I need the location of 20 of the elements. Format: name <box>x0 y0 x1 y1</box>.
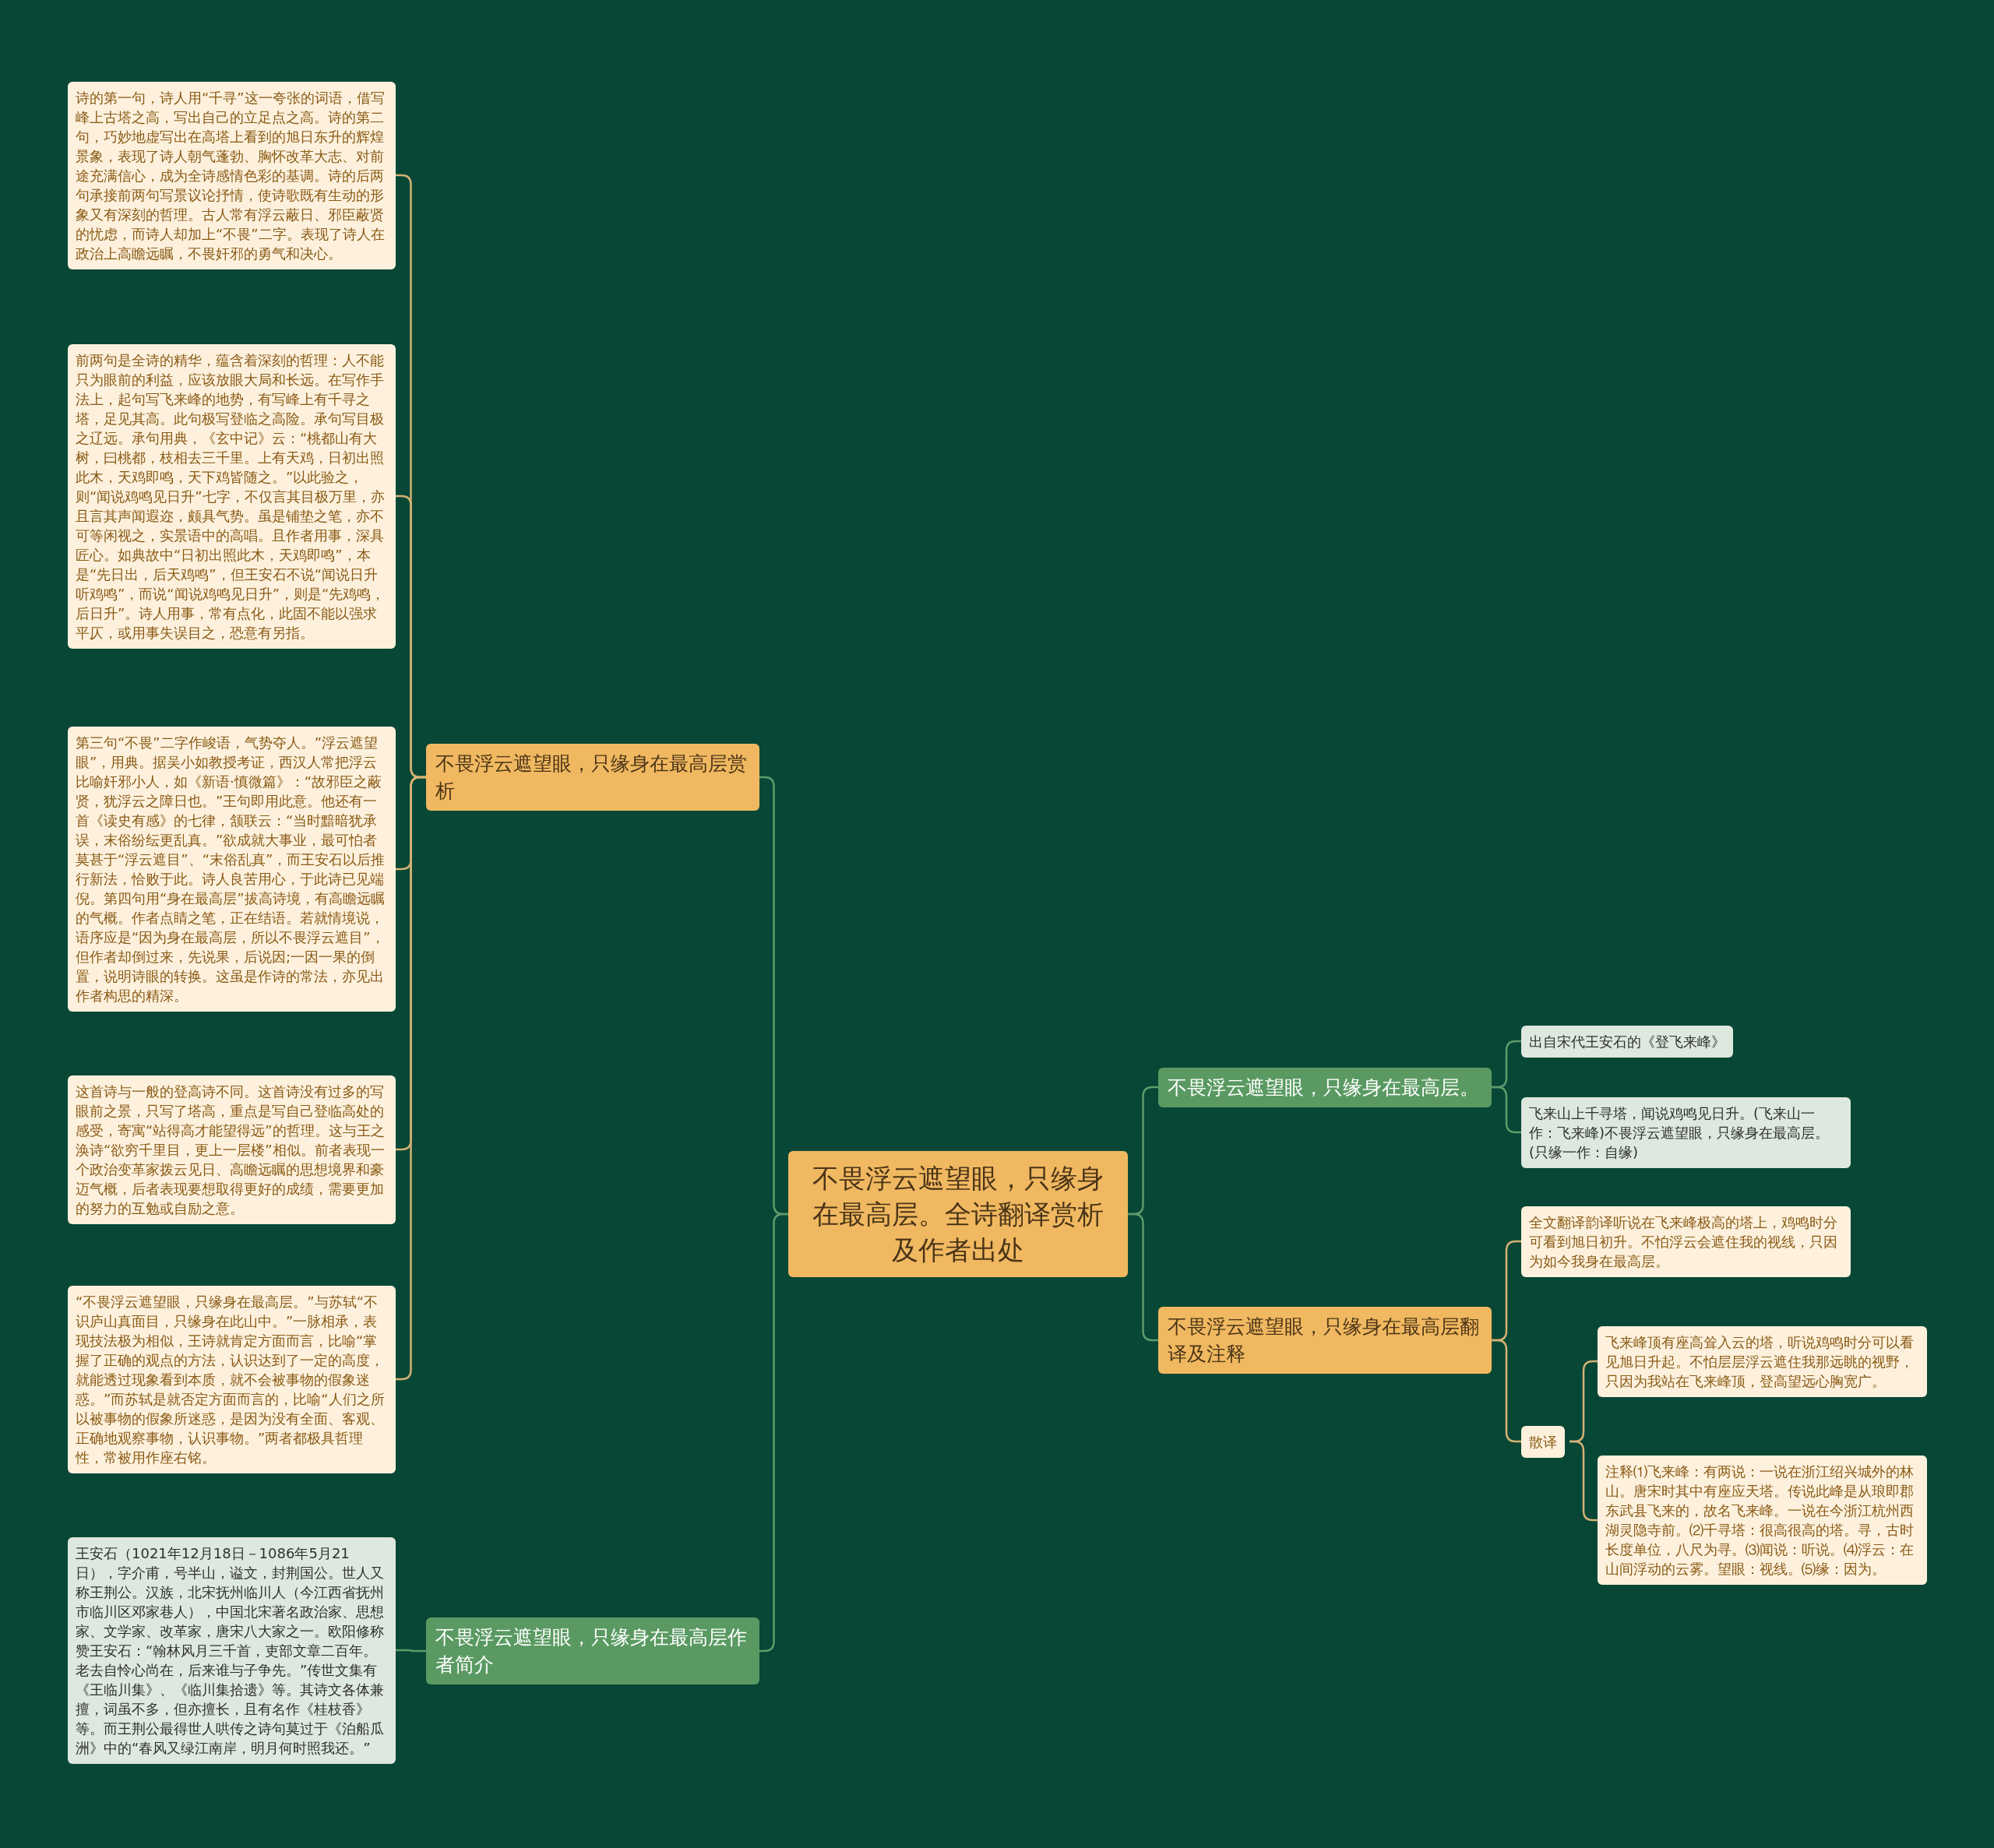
text-card: 飞来峰顶有座高耸入云的塔，听说鸡鸣时分可以看见旭日升起。不怕层层浮云遮住我那远眺的视野，只因为我站在飞来峰顶，登高望远心胸宽广。 <box>1598 1325 1927 1397</box>
text-card: 第三句“不畏”二字作峻语，气势夺人。”浮云遮望眼”，用典。据吴小如教授考证，西汉人常把浮云比喻奸邪小人，如《新语·慎微篇》：“故邪臣之蔽贤，犹浮云之障日也。”王句即用此意。他还有一首《读史有感》的七律，颔联云：“当时黯暗犹承误，末俗纷纭更乱真。”欲成就大事业，最可怕者莫甚于“浮云遮目”、“末俗乱真”，而王安石以后推行新法，恰败于此。诗人良苦用心，于此诗已见端倪。第四句用“身在最高层”拔高诗境，有高瞻远瞩的气概。作者点睛之笔，正在结语。若就情境说，语序应是“因为身在最高层，所以不畏浮云遮目”，但作者却倒过来，先说果，后说因;一因一果的倒置，说明诗眼的转换。这虽是作诗的常法，亦见出作者构思的精深。 <box>68 727 396 1012</box>
branch-topic-box: 不畏浮云遮望眼，只缘身在最高层。 <box>1158 1067 1492 1107</box>
branch-topic-box: 不畏浮云遮望眼，只缘身在最高层赏析 <box>426 744 759 811</box>
text-card: 注释⑴飞来峰：有两说：一说在浙江绍兴城外的林山。唐宋时其中有座应天塔。传说此峰是从琅即郡东武县飞来的，故名飞来峰。一说在今浙江杭州西湖灵隐寺前。⑵千寻塔：很高很高的塔。寻，古时长度单位，八尺为寻。⑶闻说：听说。⑷浮云：在山间浮动的云雾。望眼：视线。⑸缘：因为。 <box>1598 1456 1927 1585</box>
text-card: 诗的第一句，诗人用“千寻”这一夸张的词语，借写峰上古塔之高，写出自己的立足点之高。诗的第二句，巧妙地虚写出在高塔上看到的旭日东升的辉煌景象，表现了诗人朝气蓬勃、胸怀改革大志、对前途充满信心，成为全诗感情色彩的基调。诗的后两句承接前两句写景议论抒情，使诗歌既有生动的形象又有深刻的哲理。古人常有浮云蔽日、邪臣蔽贤的忧虑，而诗人却加上“不畏”二字。表现了诗人在政治上高瞻远瞩，不畏奸邪的勇气和决心。 <box>68 81 396 269</box>
text-card: 出自宋代王安石的《登飞来峰》 <box>1521 1025 1733 1058</box>
text-card: “不畏浮云遮望眼，只缘身在最高层。”与苏轼“不识庐山真面目，只缘身在此山中。”一脉相承，表现技法极为相似，王诗就肯定方面而言，比喻“掌握了正确的观点的方法，认识达到了一定的高度，就能透过现象看到本质，就不会被事物的假象迷惑。”而苏轼是就否定方面而言的，比喻“人们之所以被事物的假象所迷惑，是因为没有全面、客观、正确地观察事物，认识事物。”两者都极具哲理性，常被用作座右铭。 <box>68 1285 396 1473</box>
connector-line <box>1128 1213 1158 1342</box>
connector-line <box>1492 1339 1521 1443</box>
label-box: 散译 <box>1521 1425 1565 1458</box>
text-card: 前两句是全诗的精华，蕴含着深刻的哲理：人不能只为眼前的利益，应该放眼大局和长远。在写作手法上，起句写飞来峰的地势，有写峰上有千寻之塔，足见其高。此句极写登临之高险。承句写目极之辽远。承句用典，《玄中记》云：“桃都山有大树，曰桃都，枝相去三千里。上有天鸡，日初出照此木，天鸡即鸣，天下鸡皆随之。”以此验之，则“闻说鸡鸣见日升”七字，不仅言其目极万里，亦且言其声闻遐迩，颇具气势。虽是铺垫之笔，亦不可等闲视之，实景语中的高唱。且作者用事，深具匠心。如典故中“日初出照此木，天鸡即鸣”，本是“先日出，后天鸡鸣”，但王安石不说“闻说日升听鸡鸣”，而说“闻说鸡鸣见日升”，则是“先鸡鸣，后日升”。诗人用事，常有点化，此固不能以强求平仄，或用事失误目之，恐意有另指。 <box>68 343 396 649</box>
text-card: 这首诗与一般的登高诗不同。这首诗没有过多的写眼前之景，只写了塔高，重点是写自己登临高处的感受，寄寓“站得高才能望得远”的哲理。这与王之涣诗“欲穷千里目，更上一层楼”相似。前者表现一个政治变革家拨云见日、高瞻远瞩的思想境界和豪迈气概，后者表现要想取得更好的成绩，需要更加的努力的互勉或自励之意。 <box>68 1075 396 1224</box>
text-card: 王安石（1021年12月18日－1086年5月21日），字介甫，号半山，谥文，封荆国公。世人又称王荆公。汉族，北宋抚州临川人（今江西省抚州市临川区邓家巷人），中国北宋著名政治家、思想家、文学家、改革家，唐宋八大家之一。欧阳修称赞王安石：“翰林风月三千首，吏部文章二百年。老去自怜心尚在，后来谁与子争先。”传世文集有《王临川集》、《临川集拾遗》等。其诗文各体兼擅，词虽不多，但亦擅长，且有名作《桂枝香》等。而王荆公最得世人哄传之诗句莫过于《泊船瓜洲》中的“春风又绿江南岸，明月何时照我还。” <box>68 1536 396 1764</box>
central-topic-box: 不畏浮云遮望眼，只缘身在最高层。全诗翻译赏析及作者出处 <box>788 1151 1128 1277</box>
branch-topic-box: 不畏浮云遮望眼，只缘身在最高层作者简介 <box>426 1617 759 1684</box>
text-card: 飞来山上千寻塔，闻说鸡鸣见日升。(飞来山一作：飞来峰)不畏浮云遮望眼，只缘身在最高层。(只缘一作：自缘) <box>1521 1096 1851 1168</box>
text-card: 全文翻译韵译听说在飞来峰极高的塔上，鸡鸣时分可看到旭日初升。不怕浮云会遮住我的视线，只因为如今我身在最高层。 <box>1521 1206 1851 1277</box>
branch-topic-box: 不畏浮云遮望眼，只缘身在最高层翻译及注释 <box>1158 1307 1492 1374</box>
connector-line <box>396 1649 426 1653</box>
